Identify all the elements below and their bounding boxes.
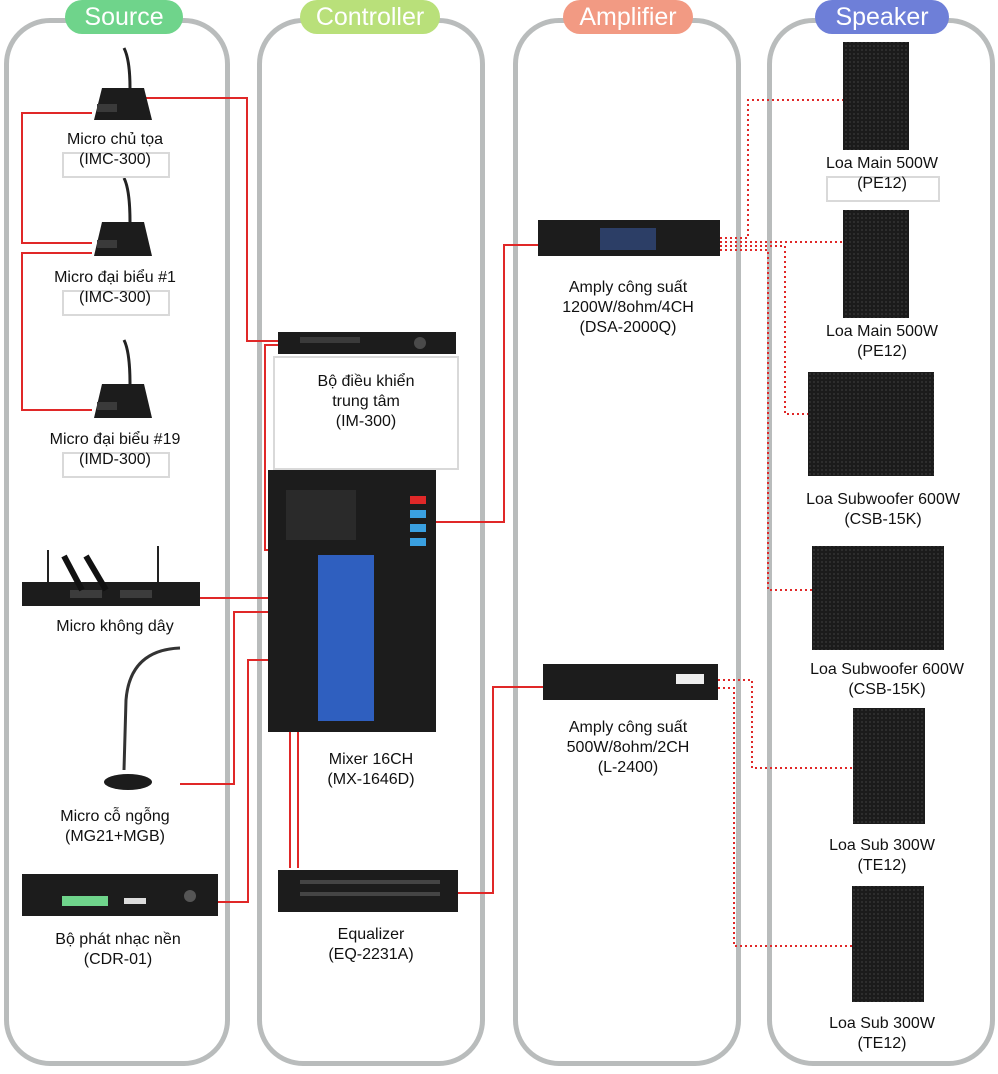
mic-chair-device <box>94 47 152 120</box>
wire-mic-loop1 <box>21 112 92 244</box>
sub600b-label: Loa Subwoofer 600W(CSB-15K) <box>810 661 964 698</box>
main2-speaker <box>843 210 909 318</box>
sub300a-speaker <box>853 708 925 824</box>
wire-mic-loop2 <box>21 252 92 411</box>
wireless-mic-device <box>22 546 200 606</box>
speaker-title: Speaker <box>815 0 949 34</box>
equalizer-label: Equalizer(EQ-2231A) <box>328 926 414 963</box>
mic-delegate19-device <box>94 339 152 418</box>
main1-speaker <box>843 42 909 150</box>
central-unit-device <box>278 332 456 354</box>
amp-4ch-device <box>538 220 720 256</box>
wireless-mic-label: Micro không dây <box>56 618 174 635</box>
bgm-player-device <box>22 874 218 916</box>
wire-amp2-sub300b <box>718 687 852 947</box>
controller-title: Controller <box>300 0 440 34</box>
sub300b-label: Loa Sub 300W(TE12) <box>829 1015 935 1052</box>
main1-label: Loa Main 500W(PE12) <box>825 155 939 192</box>
mic-delegate1-device <box>94 177 152 256</box>
sub600b-speaker <box>812 546 944 650</box>
mic-delegate19-label: Micro đại biểu #19(IMD-300) <box>49 431 181 468</box>
mic-delegate1-label: Micro đại biểu #1(IMC-300) <box>54 269 176 306</box>
gooseneck-mic-label: Micro cỗ ngỗng(MG21+MGB) <box>60 808 170 845</box>
source-title: Source <box>65 0 183 34</box>
sub300a-label: Loa Sub 300W(TE12) <box>829 837 935 874</box>
sub600a-label: Loa Subwoofer 600W(CSB-15K) <box>806 491 960 528</box>
equalizer-device <box>278 870 458 912</box>
mixer-device <box>268 470 436 732</box>
sub600a-speaker <box>808 372 934 476</box>
gooseneck-mic-device <box>104 646 181 790</box>
amp-2ch-device <box>543 664 718 700</box>
wire-mixer-amp4 <box>435 244 538 523</box>
sub300b-speaker <box>852 886 924 1002</box>
amplifier-title: Amplifier <box>563 0 693 34</box>
mic-delegate1-label-frame <box>62 290 170 316</box>
main1-label-frame <box>826 176 940 202</box>
bgm-player-label: Bộ phát nhạc nền(CDR-01) <box>55 931 181 968</box>
wire-amp4-main1 <box>720 99 843 239</box>
wire-eq-amp2 <box>458 686 543 894</box>
central-unit-label-frame <box>273 356 459 470</box>
mixer-label: Mixer 16CH(MX-1646D) <box>327 751 415 788</box>
wire-mic-chain <box>146 97 278 342</box>
wire-gooseneck-mixer <box>180 611 270 785</box>
mic-delegate19-label-frame <box>62 452 170 478</box>
main2-label: Loa Main 500W(PE12) <box>825 323 939 360</box>
wire-amp2-sub300a <box>718 679 853 769</box>
wire-amp4-sub600b <box>720 249 812 591</box>
wire-player-mixer <box>218 659 270 903</box>
mic-chair-label: Micro chủ tọa(IMC-300) <box>66 131 164 168</box>
mic-chair-label-frame <box>62 152 170 178</box>
